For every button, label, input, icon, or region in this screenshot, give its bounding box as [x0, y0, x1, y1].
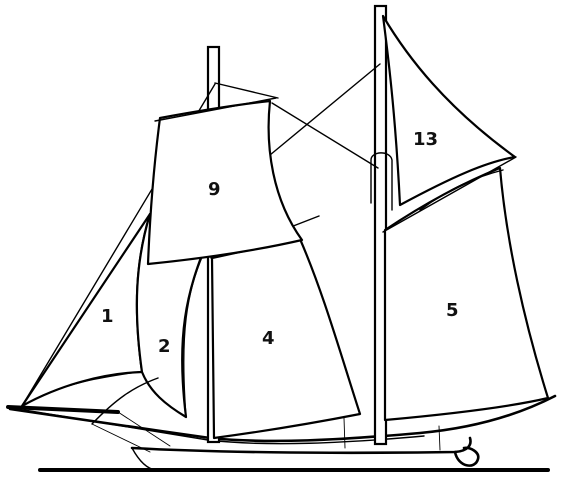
- fore-topmast-line: [215, 83, 278, 98]
- sail-4-foresail: [212, 239, 360, 438]
- label-5: 5: [446, 300, 459, 321]
- label-13: 13: [413, 129, 438, 150]
- sail-9-fore-topsail: [148, 101, 302, 264]
- hull-stem: [132, 448, 156, 470]
- hull-rigging-2: [118, 412, 170, 446]
- label-4: 4: [262, 328, 275, 349]
- label-9: 9: [208, 179, 221, 200]
- label-2: 2: [158, 336, 171, 357]
- main-to-fore-stay-2: [272, 103, 378, 168]
- sail-5-mainsail: [385, 168, 548, 420]
- sail-1-jib: [22, 214, 150, 406]
- label-1: 1: [101, 306, 114, 327]
- main-to-fore-stay-1: [270, 64, 380, 155]
- hull-rigging-3: [344, 418, 345, 448]
